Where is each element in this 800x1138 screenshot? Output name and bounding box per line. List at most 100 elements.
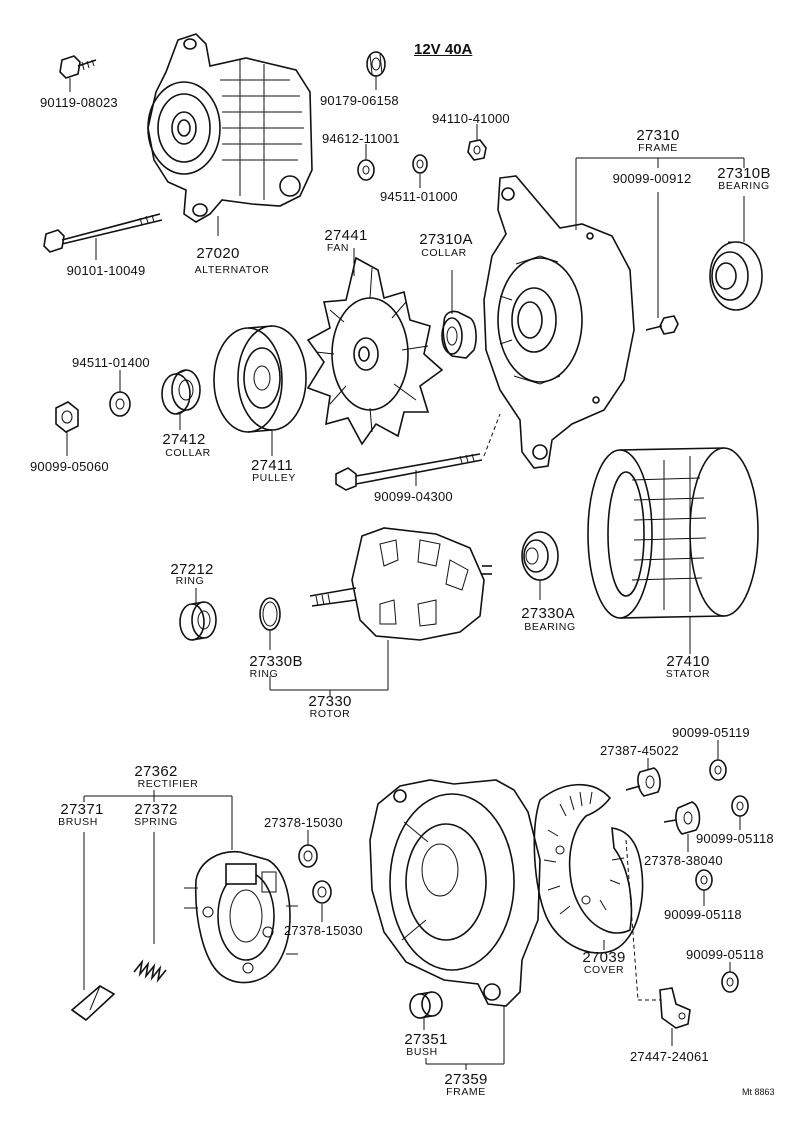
label-bolt-a-number: 90119-08023 [40,95,118,110]
label-pulley-name: PULLEY [252,472,296,484]
label-washer-c-number: 94511-01400 [72,355,150,370]
insulator-b-drawing [312,880,332,922]
label-ring-b-name: RING [249,668,279,680]
label-frame-front-name: FRAME [638,142,678,154]
label-bearing-rear-name: BEARING [524,621,576,633]
collar-b-drawing [161,369,201,430]
ring-b-drawing [259,597,281,650]
label-cover-name: COVER [583,964,625,976]
rotor-bracket [269,676,388,696]
terminal-b-drawing [625,839,691,1046]
cover-drawing [533,783,644,954]
label-alternator-number: 27020 [196,245,240,262]
label-bearing-rear-number: 27330A [521,605,575,622]
label-frame-rear-name: FRAME [446,1086,486,1098]
bearing-front-drawing [709,196,763,311]
label-rectifier-number: 27362 [134,763,178,780]
bush-drawing [409,991,443,1030]
spring-drawing [133,832,167,983]
label-frame-rear-number: 27359 [444,1071,488,1088]
label-brush-number: 27371 [60,801,104,818]
label-stator-number: 27410 [666,653,710,670]
insulator-c-drawing [663,801,701,852]
label-washer-a-number: 94612-11001 [322,131,400,146]
label-bearing-front-number: 27310B [717,165,771,182]
label-bearing-front-name: BEARING [718,180,770,192]
nut-e-drawing [731,795,749,830]
label-bush-name: BUSH [406,1046,438,1058]
bolt-b-drawing [43,213,163,260]
label-screw-a-number: 90099-00912 [612,171,692,186]
brush-drawing [70,832,116,1022]
label-alternator-name: ALTERNATOR [194,264,270,276]
label-insulator-a-number: 27378-15030 [264,815,343,830]
label-terminal-b-number: 27447-24061 [630,1049,709,1064]
rotor-drawing [309,527,492,690]
label-nut-g-number: 90099-05118 [686,947,764,962]
label-terminal-a-number: 27387-45022 [600,743,679,758]
label-spring-number: 27372 [134,801,178,818]
nut-d-drawing [709,740,727,781]
bolt-c-drawing [335,413,501,491]
rectifier-drawing [184,851,298,984]
rectifier-bracket [83,790,233,850]
screw-a-drawing [645,192,679,335]
label-nut-d-number: 90099-05119 [672,725,750,740]
label-ring-a-number: 27212 [170,561,214,578]
nut-c-drawing [55,401,79,456]
label-stator-name: STATOR [665,668,711,680]
label-collar-b-name: COLLAR [165,447,211,459]
pulley-drawing [213,325,307,456]
frame-front-bracket [575,157,745,230]
label-spring-name: SPRING [134,816,178,828]
label-rotor-number: 27330 [308,693,352,710]
label-fan-number: 27441 [324,227,368,244]
nut-g-drawing [721,962,739,993]
label-ring-b-number: 27330B [249,653,303,670]
fan-drawing [306,248,444,446]
label-collar-a-number: 27310A [419,231,473,248]
frame-front-drawing [483,175,635,469]
frame-rear-drawing [369,779,541,1007]
washer-b-drawing [412,154,428,188]
collar-a-drawing [441,270,477,359]
label-insulator-b-number: 27378-15030 [284,923,363,938]
label-bush-number: 27351 [404,1031,448,1048]
label-bolt-c-number: 90099-04300 [374,489,453,504]
label-pulley-number: 27411 [250,457,294,474]
label-collar-b-number: 27412 [162,431,206,448]
label-rotor-name: ROTOR [309,708,351,720]
washer-a-drawing [357,144,375,181]
label-frame-front-number: 27310 [636,127,680,144]
label-rectifier-name: RECTIFIER [137,778,199,790]
bearing-rear-drawing [521,531,559,600]
label-collar-a-name: COLLAR [421,247,467,259]
label-nut-b-number: 94110-41000 [432,111,510,126]
alternator-drawing [147,33,313,236]
diagram-title: 12V 40A [414,41,473,58]
drawing-code: Mt 8863 [742,1087,775,1097]
ring-a-drawing [179,588,217,641]
bolt-a-drawing [59,55,97,92]
frame-rear-bracket [425,1006,505,1070]
nut-a-drawing [366,51,386,90]
label-nut-f-number: 90099-05118 [664,907,742,922]
label-nut-e-number: 90099-05118 [696,831,774,846]
label-insulator-c-number: 27378-38040 [644,853,723,868]
label-ring-a-name: RING [175,575,205,587]
label-brush-name: BRUSH [58,816,98,828]
label-fan-name: FAN [326,242,350,254]
label-cover-number: 27039 [582,949,626,966]
label-bolt-b-number: 90101-10049 [66,263,146,278]
stator-drawing [587,447,759,654]
label-nut-a-number: 90179-06158 [320,93,399,108]
terminal-a-drawing [625,758,661,797]
nut-f-drawing [695,869,713,906]
washer-c-drawing [109,370,131,417]
label-nut-c-number: 90099-05060 [30,459,109,474]
insulator-a-drawing [298,830,318,868]
nut-b-drawing [467,124,487,161]
label-washer-b-number: 94511-01000 [380,189,458,204]
